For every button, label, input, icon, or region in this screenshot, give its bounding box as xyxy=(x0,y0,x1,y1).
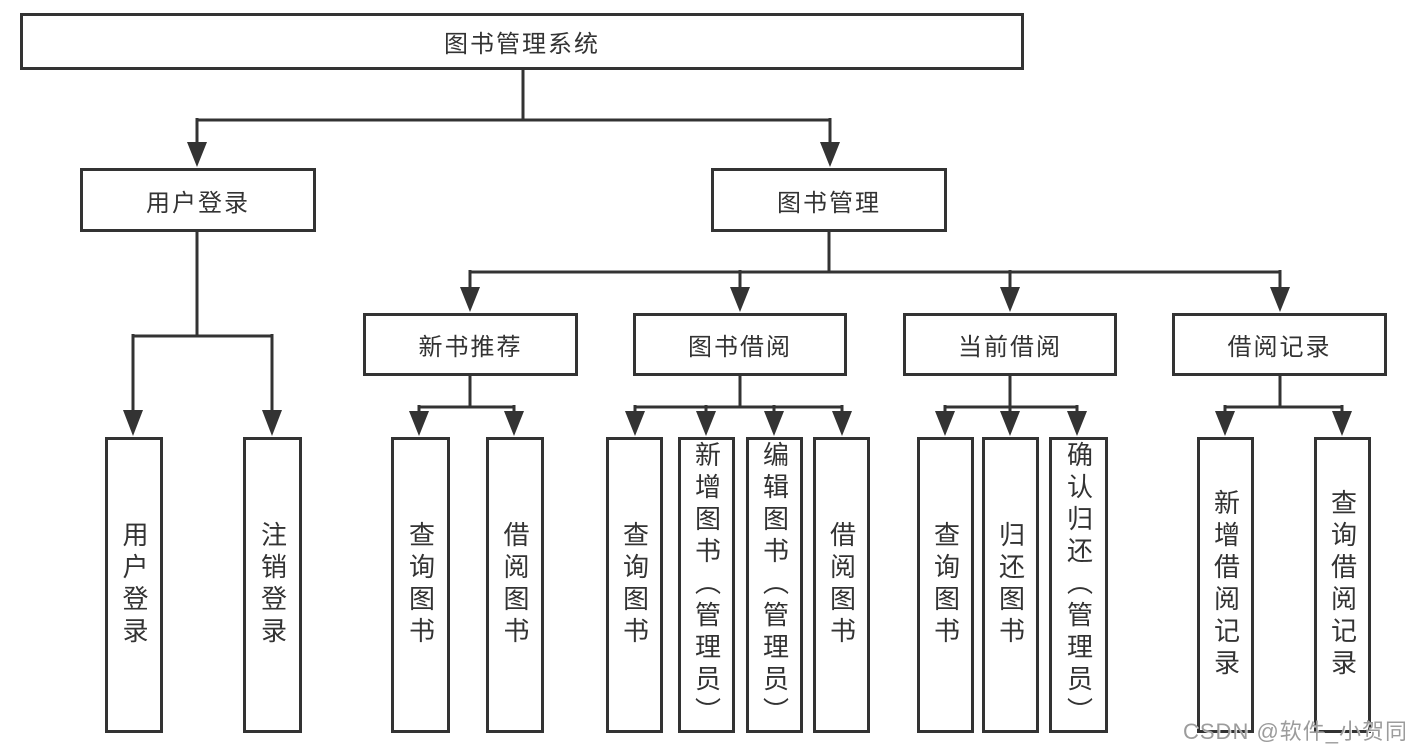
arrow-down-icon xyxy=(832,411,852,436)
arrow-down-icon xyxy=(460,287,480,312)
node-borrowing-records: 借阅记录 xyxy=(1172,313,1387,376)
watermark: CSDN @软件_小贺同学 xyxy=(1183,719,1405,744)
node-borrow-books-recommend: 借阅图书 xyxy=(486,437,544,733)
node-add-borrow-record: 新增借阅记录 xyxy=(1197,437,1254,733)
node-return-books: 归还图书 xyxy=(982,437,1039,733)
node-logout-leaf: 注销登录 xyxy=(243,437,302,733)
node-book-management: 图书管理 xyxy=(711,168,947,232)
arrow-down-icon xyxy=(262,410,282,436)
node-query-books-recommend: 查询图书 xyxy=(391,437,450,733)
node-add-books-admin: 新增图书（管理员） xyxy=(678,437,735,733)
arrow-down-icon xyxy=(696,411,716,436)
node-query-borrow-record: 查询借阅记录 xyxy=(1314,437,1371,733)
arrow-down-icon xyxy=(409,411,429,436)
arrow-down-icon xyxy=(1332,411,1352,436)
node-library-management-system: 图书管理系统 xyxy=(20,13,1024,70)
arrow-down-icon xyxy=(1067,411,1087,436)
node-query-books-current: 查询图书 xyxy=(917,437,974,733)
node-confirm-return-admin: 确认归还（管理员） xyxy=(1049,437,1108,733)
arrow-down-icon xyxy=(820,142,840,167)
arrow-down-icon xyxy=(123,410,143,436)
node-borrow-books-borrowing: 借阅图书 xyxy=(813,437,870,733)
node-user-login-leaf: 用户登录 xyxy=(105,437,163,733)
node-edit-books-admin: 编辑图书（管理员） xyxy=(746,437,803,733)
arrow-down-icon xyxy=(1270,287,1290,312)
arrow-down-icon xyxy=(730,287,750,312)
arrow-down-icon xyxy=(187,142,207,167)
node-user-login: 用户登录 xyxy=(80,168,316,232)
arrow-down-icon xyxy=(504,411,524,436)
node-new-book-recommendation: 新书推荐 xyxy=(363,313,578,376)
node-book-borrowing: 图书借阅 xyxy=(633,313,847,376)
arrow-down-icon xyxy=(935,411,955,436)
arrow-down-icon xyxy=(764,411,784,436)
node-current-borrowing: 当前借阅 xyxy=(903,313,1117,376)
arrow-down-icon xyxy=(625,411,645,436)
arrow-down-icon xyxy=(1000,411,1020,436)
arrow-down-icon xyxy=(1000,287,1020,312)
node-query-books-borrowing: 查询图书 xyxy=(606,437,663,733)
arrow-down-icon xyxy=(1215,411,1235,436)
